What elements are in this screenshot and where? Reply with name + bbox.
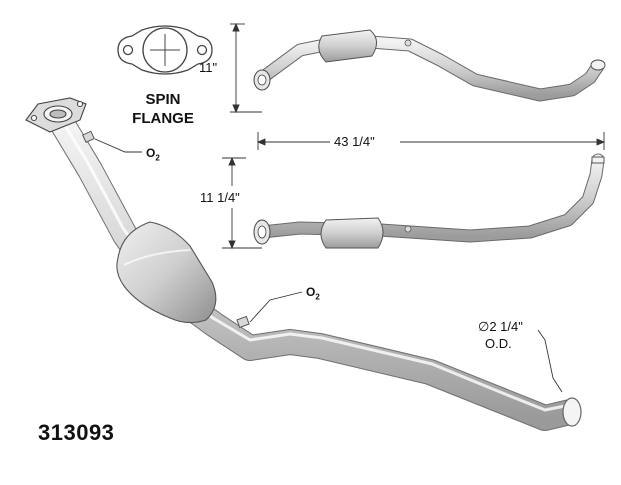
o2-label-text: O: [146, 146, 156, 160]
side-height-dimension: 11 1/4": [200, 190, 240, 205]
flange-label-line2: FLANGE: [132, 110, 194, 127]
side-view-drawing: [222, 132, 606, 250]
part-number: 313093: [38, 420, 115, 445]
diameter-note: O.D.: [485, 336, 512, 351]
flange-label-line1: SPIN: [145, 91, 181, 108]
o2-label-subscript: 2: [155, 153, 160, 163]
diameter-symbol: ∅: [478, 319, 490, 334]
main-pipe-drawing: [25, 97, 582, 431]
diameter-value: 2 1/4": [489, 319, 523, 334]
leader-lines: [94, 138, 563, 393]
o2-sensor-label-lower: O2: [306, 285, 320, 301]
o2-label-subscript: 2: [315, 292, 320, 302]
spin-flange-drawing: [117, 25, 213, 75]
overall-length-dimension: 43 1/4": [334, 134, 375, 149]
top-view-drawing: [230, 22, 606, 114]
top-height-dimension: 11": [199, 60, 218, 75]
o2-label-text: O: [306, 285, 316, 299]
flange-label: SPIN FLANGE: [118, 90, 208, 128]
o2-sensor-label-upper: O2: [146, 146, 160, 162]
diameter-label: ∅2 1/4": [478, 319, 523, 335]
